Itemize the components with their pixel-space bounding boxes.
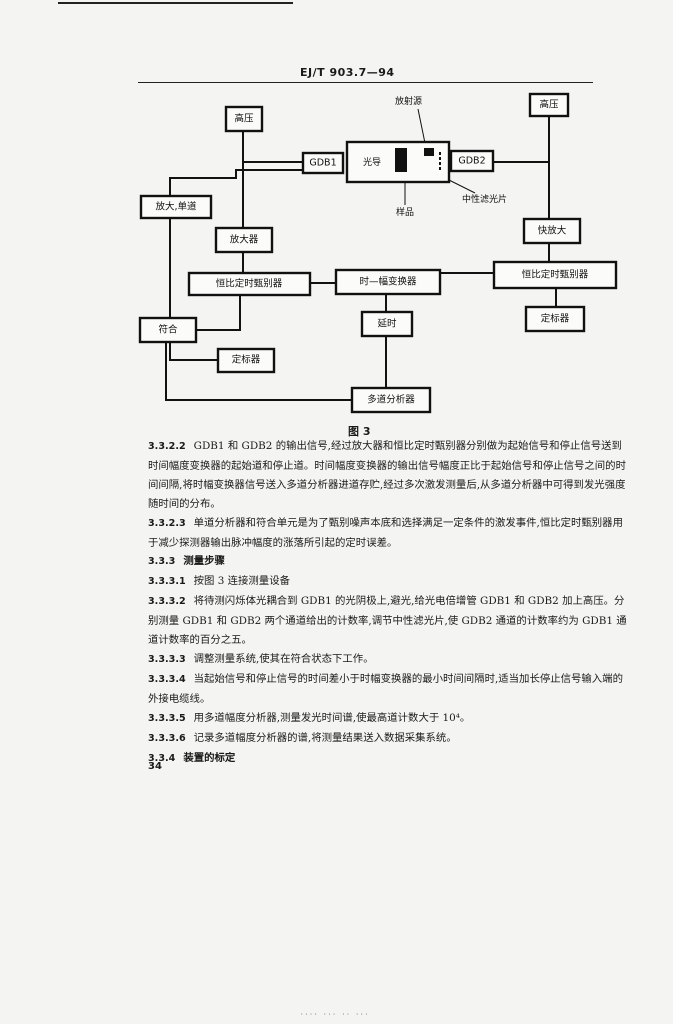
block-diagram: 高压 高压 GDB1 光导 GDB2 放大,单道 放大器 快放大 恒比定时甄别器… [138,92,618,414]
paragraph-number: 3.3.2.3 [148,517,186,529]
svg-text:延时: 延时 [377,318,397,330]
page-number: 34 [148,761,162,772]
paragraph-text: 当起始信号和停止信号的时间差小于时幅变换器的最小时间间隔时,适当加长停止信号输入… [148,672,623,705]
svg-text:定标器: 定标器 [541,313,570,325]
box-scaler-left: 定标器 [216,347,276,374]
svg-text:定标器: 定标器 [232,354,261,366]
paragraph-number: 3.3.3.3 [148,653,186,665]
box-hv-right: 高压 [528,92,570,118]
svg-text:恒比定时甄别器: 恒比定时甄别器 [522,269,589,281]
paragraph-text: GDB1 和 GDB2 的输出信号,经过放大器和恒比定时甄别器分别做为起始信号和… [148,440,626,510]
box-scaler-right: 定标器 [524,305,586,333]
paragraph-number: 3.3.3.2 [148,596,186,608]
box-gdb2: GDB2 [449,149,495,173]
box-gdb1: GDB1 [301,151,345,175]
paragraph-text: 调整测量系统,使其在符合状态下工作。 [193,652,374,665]
svg-text:GDB2: GDB2 [458,156,485,167]
label-sample: 样品 [396,206,414,218]
svg-text:GDB1: GDB1 [309,158,336,169]
paragraph-text: 单道分析器和符合单元是为了甄别噪声本底和选择满足一定条件的激发事件,恒比定时甄别… [148,516,623,549]
box-cfd-left: 恒比定时甄别器 [187,271,312,297]
top-rule [58,2,293,4]
paragraph-number: 3.3.3.5 [148,712,186,724]
svg-text:高压: 高压 [234,113,254,125]
paragraph-number: 3.3.3 [148,556,176,568]
footer-mark: ···· ··· ·· ··· [300,1011,370,1018]
svg-text:放大器: 放大器 [230,234,259,246]
box-amplifier: 放大器 [214,226,274,254]
paragraph-number: 3.3.3.4 [148,673,186,685]
paragraph-3-3-3-5: 3.3.3.5 用多道幅度分析器,测量发光时间谱,使最高道计数大于 10⁴。 [148,709,628,729]
box-pmt: 光导 [363,156,381,168]
paragraph-3-3-3-1: 3.3.3.1 按图 3 连接测量设备 [148,572,628,592]
box-hv-left: 高压 [224,105,264,133]
paragraph-text: 记录多道幅度分析器的谱,将测量结果送入数据采集系统。 [193,731,457,744]
svg-text:符合: 符合 [158,324,178,336]
paragraph-text: 测量步骤 [183,555,225,568]
label-nd-filter: 中性滤光片 [462,193,507,205]
paragraph-3-3-4: 3.3.4 装置的标定 [148,749,628,769]
box-tac: 时—幅变换器 [334,268,442,296]
standard-code: EJ/T 903.7—94 [300,66,395,79]
label-source: 放射源 [395,95,422,107]
paragraph-3-3-3: 3.3.3 测量步骤 [148,552,628,572]
box-mca: 多道分析器 [350,386,432,414]
paragraph-text: 按图 3 连接测量设备 [193,575,290,588]
figure-caption: 图 3 [348,425,371,438]
svg-text:光导: 光导 [363,156,381,168]
paragraph-number: 3.3.3.1 [148,576,186,588]
paragraph-number: 3.3.3.6 [148,732,186,744]
paragraph-text: 用多道幅度分析器,测量发光时间谱,使最高道计数大于 10⁴。 [193,711,471,724]
paragraph-3-3-3-3: 3.3.3.3 调整测量系统,使其在符合状态下工作。 [148,650,628,670]
paragraph-text: 装置的标定 [183,751,236,764]
svg-text:多道分析器: 多道分析器 [367,394,415,406]
box-amp-single: 放大,单道 [139,194,213,220]
svg-text:放大,单道: 放大,单道 [155,201,197,213]
svg-text:恒比定时甄别器: 恒比定时甄别器 [216,278,283,290]
paragraph-number: 3.3.2.2 [148,441,186,452]
svg-text:高压: 高压 [539,99,559,111]
box-cfd-right: 恒比定时甄别器 [492,260,618,290]
box-fast-amp: 快放大 [522,217,582,245]
header-rule [138,82,593,83]
box-delay: 延时 [360,310,414,338]
paragraph-3-3-3-6: 3.3.3.6 记录多道幅度分析器的谱,将测量结果送入数据采集系统。 [148,729,628,749]
paragraph-number: 3.3.4 [148,752,176,764]
paragraph-text: 将待测闪烁体光耦合到 GDB1 的光阴极上,避光,给光电倍增管 GDB1 和 G… [148,595,627,647]
box-coincidence: 符合 [138,316,198,344]
detector-housing [345,140,451,184]
svg-text:快放大: 快放大 [538,225,567,237]
svg-text:时—幅变换器: 时—幅变换器 [359,276,417,288]
